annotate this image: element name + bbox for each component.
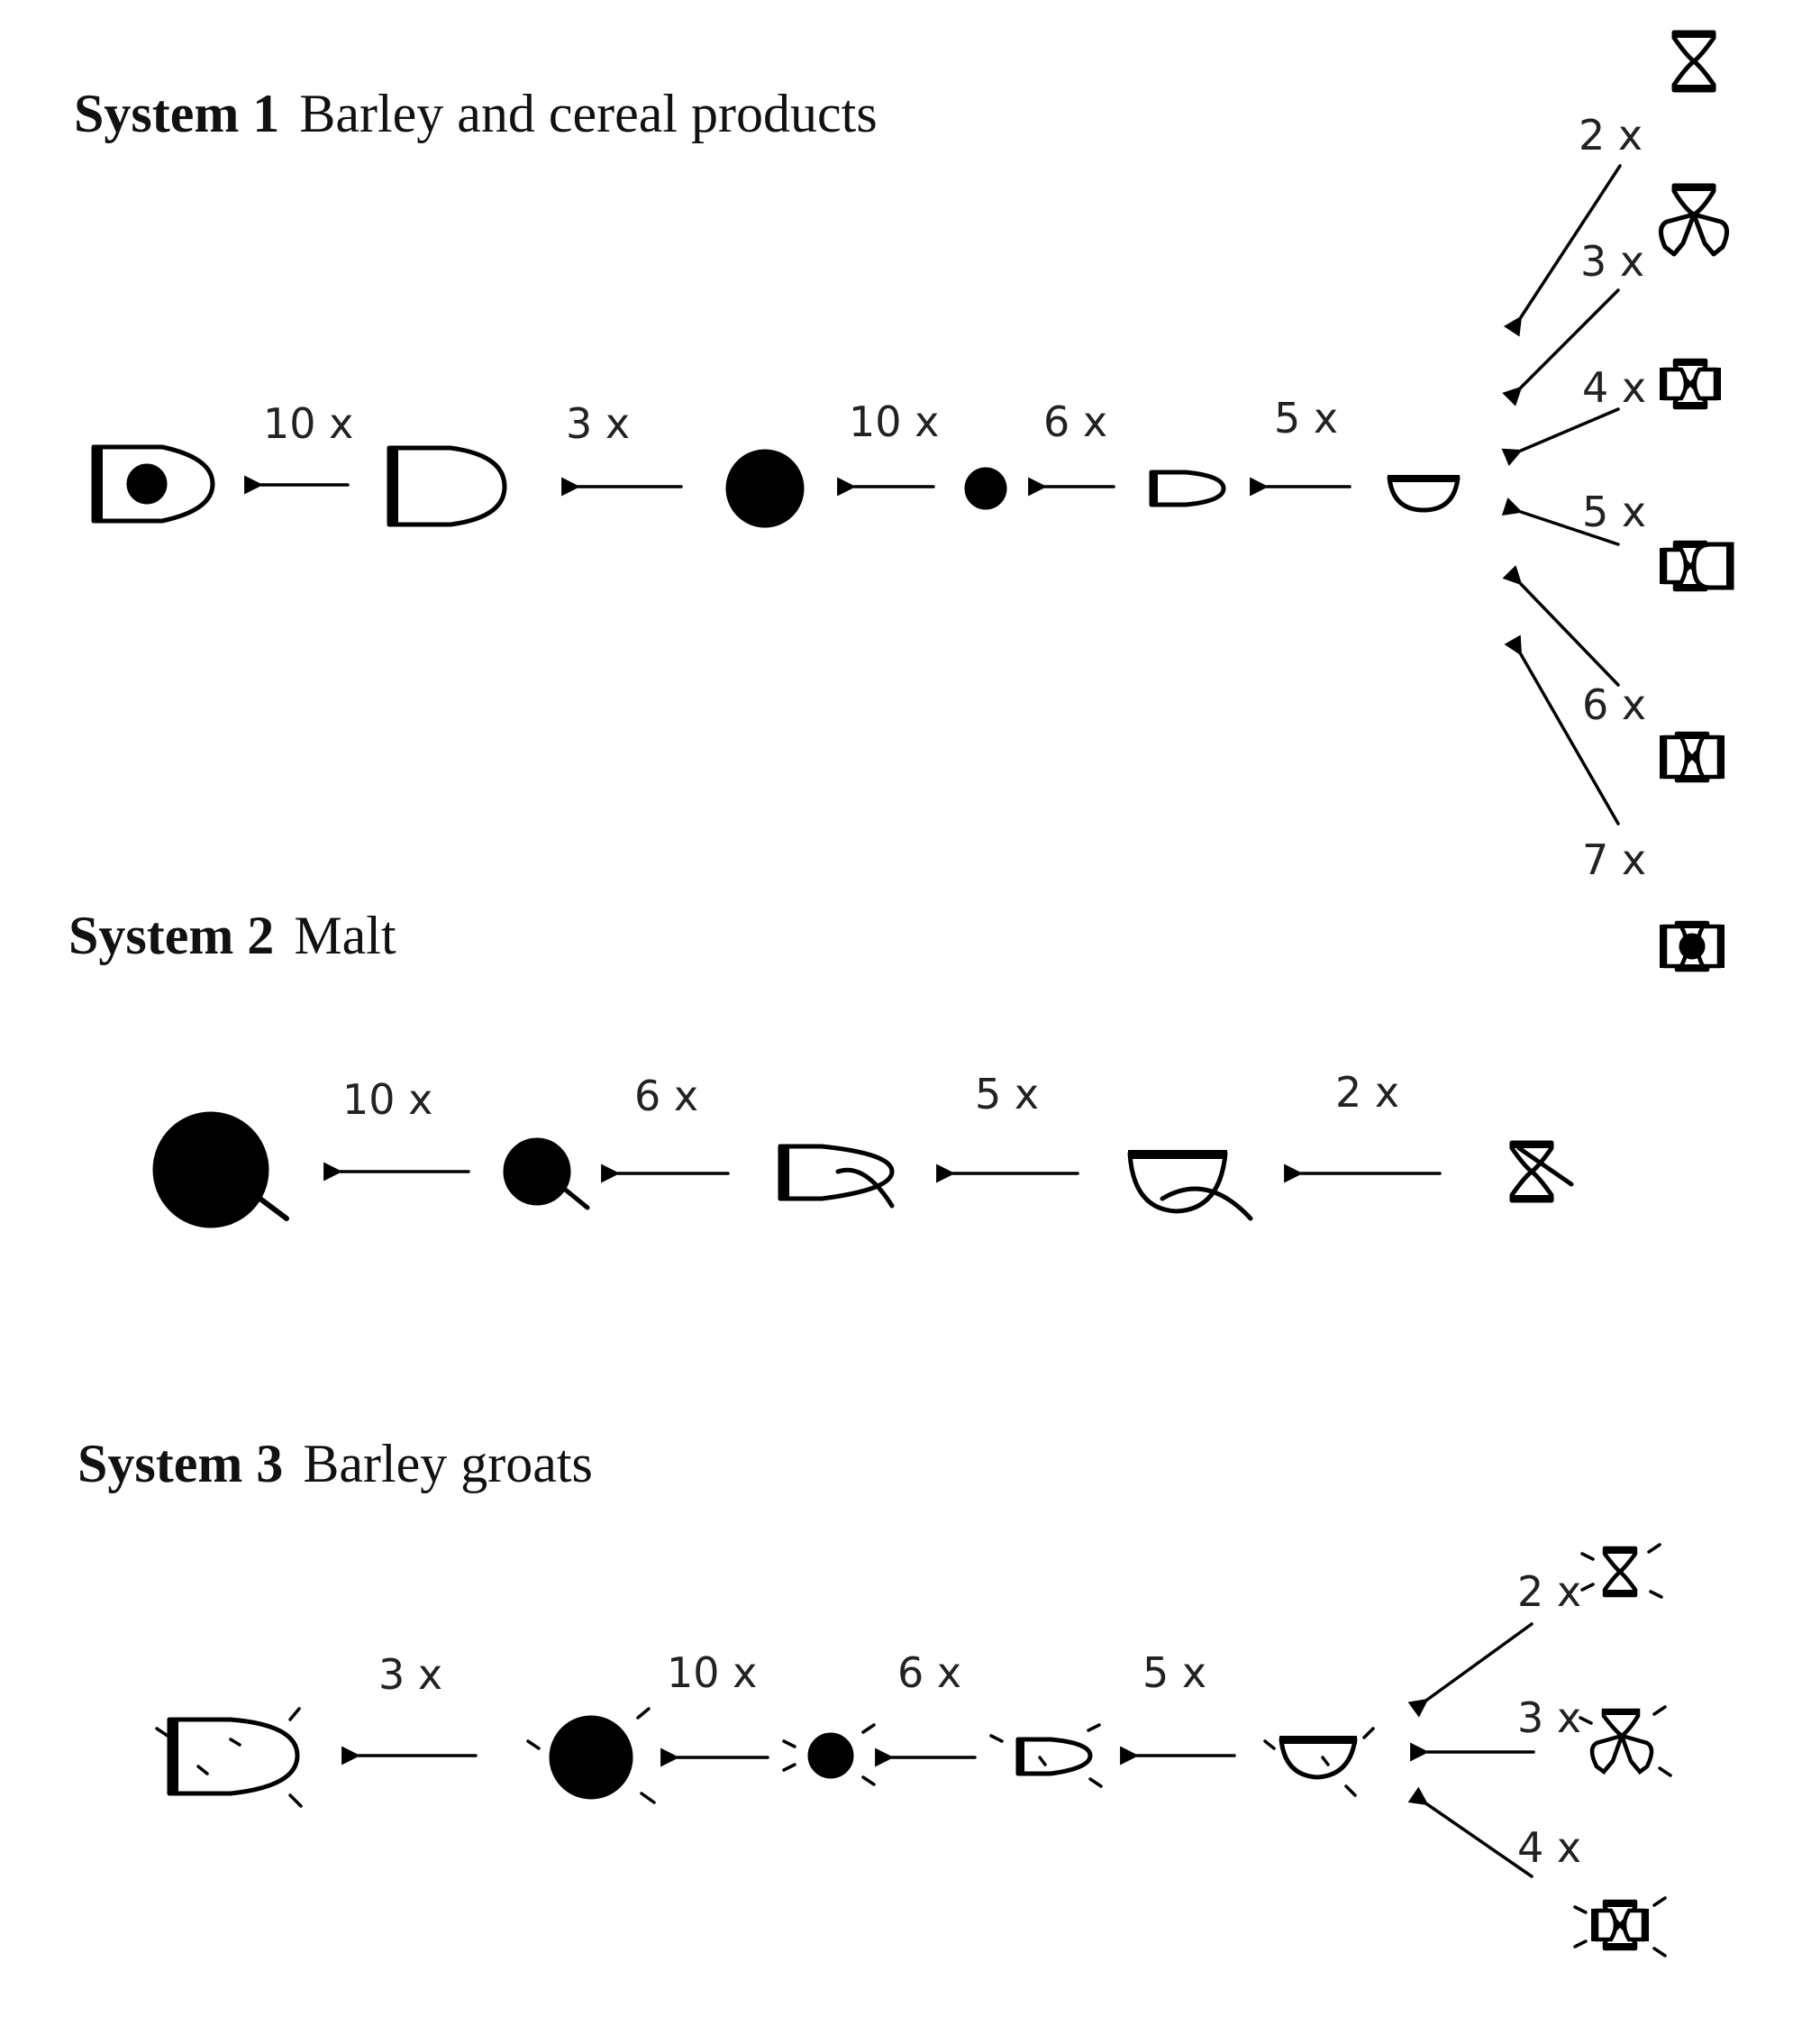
s1-branch-sign-hourglass xyxy=(1674,31,1714,92)
s1-branch-mult-3: 4 x xyxy=(1582,363,1646,412)
s1-mult-3: 10 x xyxy=(849,397,939,446)
s1-mult-5: 5 x xyxy=(1274,394,1338,443)
s2-sign-d-stroke xyxy=(778,1144,895,1209)
s3-sign-small-d-hatched xyxy=(989,1723,1103,1788)
s1-branch-multipliers: 2 x 3 x 4 x 5 x 6 x 7 x xyxy=(1579,111,1646,884)
system-2-label: System 2 xyxy=(68,906,274,965)
system-1-label: System 1 xyxy=(74,84,279,143)
s3-sign-small-circle-hatched xyxy=(782,1723,876,1786)
system-2-name: Malt xyxy=(294,906,396,965)
s1-branch-mult-5: 6 x xyxy=(1582,680,1646,729)
s1-branch-mult-2: 3 x xyxy=(1580,237,1644,286)
s1-sign-large-circle xyxy=(725,449,805,528)
s1-sign-small-circle xyxy=(964,467,1007,510)
system-3-label: System 3 xyxy=(77,1434,283,1493)
system-1: System 1 Barley and cereal products xyxy=(74,31,1734,971)
s2-mult-4: 2 x xyxy=(1335,1068,1399,1117)
s1-mult-1: 10 x xyxy=(263,399,353,448)
s2-sign-hourglass-stroke xyxy=(1512,1141,1574,1202)
system-2-title: System 2 Malt xyxy=(68,906,396,965)
system-3: System 3 Barley groats xyxy=(77,1434,1672,1957)
s1-chain-multipliers: 10 x 3 x 10 x 6 x 5 x xyxy=(263,394,1338,448)
s3-branch-mult-1: 2 x xyxy=(1517,1567,1581,1616)
system-1-title: System 1 Barley and cereal products xyxy=(74,84,878,143)
s3-mult-3: 6 x xyxy=(897,1648,961,1697)
s3-branch-sign-hourglass-3-hatched xyxy=(1579,1705,1672,1777)
s3-branch-sign-hourglass-hatched xyxy=(1580,1543,1663,1599)
s2-sign-half-cup-stroke xyxy=(1127,1150,1253,1221)
s1-branch-sign-hourglass-5 xyxy=(1660,542,1734,590)
s2-chain-multipliers: 10 x 6 x 5 x 2 x xyxy=(342,1068,1399,1124)
s1-branch-sign-hourglass-6 xyxy=(1660,733,1725,781)
s1-branch-arrows xyxy=(1501,164,1622,826)
s3-branch-sign-hourglass-4-hatched xyxy=(1573,1896,1667,1957)
s3-mult-1: 3 x xyxy=(378,1650,442,1699)
s3-branch-mult-3: 4 x xyxy=(1517,1823,1581,1872)
s3-branch-arrows xyxy=(1407,1622,1535,1878)
s3-mult-4: 5 x xyxy=(1142,1648,1206,1697)
s1-sign-half-cup xyxy=(1387,475,1461,513)
s1-sign-small-d xyxy=(1149,470,1226,507)
s3-chain-multipliers: 3 x 10 x 6 x 5 x xyxy=(378,1648,1206,1699)
s2-sign-large-circle-stroke xyxy=(152,1111,289,1228)
s1-branch-sign-hourglass-7 xyxy=(1660,922,1725,971)
s1-mult-2: 3 x xyxy=(566,399,630,448)
system-3-name: Barley groats xyxy=(303,1434,593,1493)
s1-branch-mult-6: 7 x xyxy=(1582,835,1646,884)
s3-sign-large-circle-hatched xyxy=(526,1707,656,1804)
s3-branch-multipliers: 2 x 3 x 4 x xyxy=(1517,1567,1581,1872)
s2-mult-1: 10 x xyxy=(342,1075,432,1124)
system-3-title: System 3 Barley groats xyxy=(77,1434,593,1493)
s1-branch-sign-hourglass-3 xyxy=(1659,183,1729,257)
s2-mult-3: 5 x xyxy=(975,1070,1039,1118)
s1-branch-sign-hourglass-4 xyxy=(1660,360,1721,408)
s1-chain-arrows xyxy=(244,475,1352,497)
s2-mult-2: 6 x xyxy=(634,1072,698,1120)
s1-sign-large-d-with-dot xyxy=(91,444,215,524)
system-1-name: Barley and cereal products xyxy=(299,84,877,143)
s3-branch-mult-2: 3 x xyxy=(1517,1693,1581,1742)
s1-mult-4: 6 x xyxy=(1043,397,1107,446)
system-2: System 2 Malt xyxy=(68,906,1574,1228)
s3-mult-2: 10 x xyxy=(667,1648,757,1697)
s1-sign-large-d xyxy=(387,445,507,527)
s3-sign-half-cup-hatched xyxy=(1263,1727,1375,1797)
s1-branch-mult-1: 2 x xyxy=(1579,111,1643,160)
s2-chain-arrows xyxy=(323,1162,1442,1183)
s2-sign-small-circle-stroke xyxy=(503,1137,590,1210)
s3-sign-large-d-hatched xyxy=(155,1707,303,1808)
s1-branch-mult-4: 5 x xyxy=(1582,488,1646,536)
s3-chain-arrows xyxy=(341,1746,1236,1767)
